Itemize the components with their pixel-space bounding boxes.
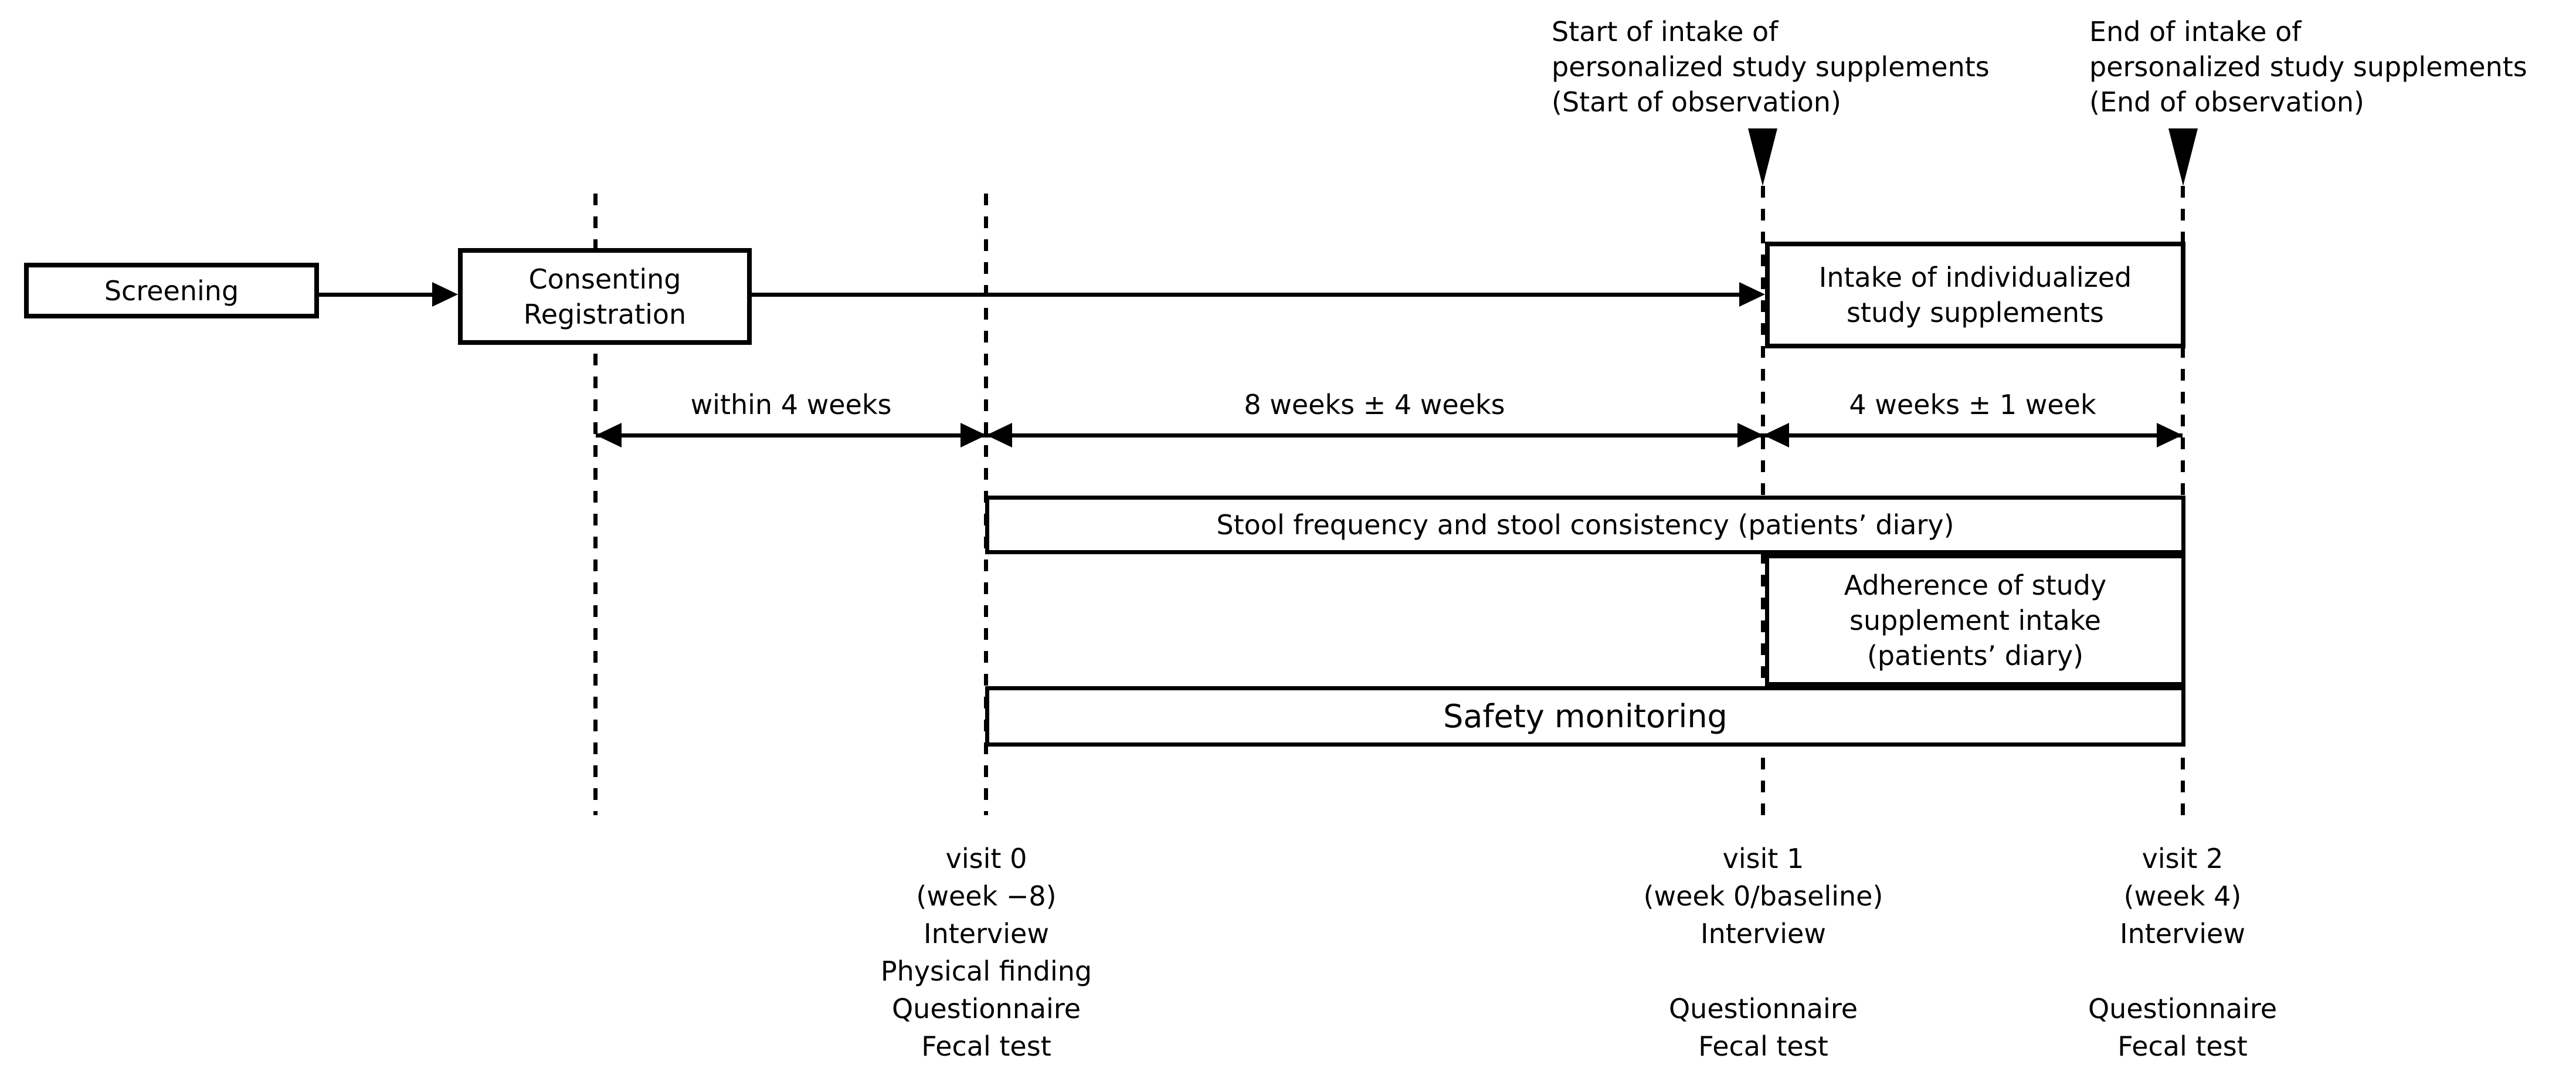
interval-arrowhead-left-icon: [596, 423, 622, 447]
intake-supplements-box-label: Intake of individualized study supplemen…: [1818, 262, 2132, 328]
interval-arrow-visit1-to-visit2: [1763, 433, 2183, 438]
consenting-registration-box-label: Consenting Registration: [523, 263, 687, 330]
interval-arrowhead-right-icon: [1737, 423, 1763, 447]
visit2-schedule: visit 2 (week 4) Interview Questionnaire…: [2088, 843, 2278, 1062]
interval-arrowhead-right-icon: [2157, 423, 2183, 447]
registration-dashed-line: [593, 194, 598, 815]
interval-label-visit1-to-visit2: 4 weeks ± 1 week: [1849, 389, 2096, 420]
screening-box-label: Screening: [104, 274, 239, 307]
consenting-registration-box: Consenting Registration: [458, 248, 752, 345]
interval-arrow-visit0-to-visit1: [986, 433, 1763, 438]
end-intake-annotation: End of intake of personalized study supp…: [2089, 16, 2527, 118]
adherence-diary-box-label: Adherence of study supplement intake (pa…: [1844, 569, 2107, 672]
interval-arrowhead-left-icon: [986, 423, 1012, 447]
stool-diary-bar-label: Stool frequency and stool consistency (p…: [1216, 509, 1954, 541]
adherence-diary-box: Adherence of study supplement intake (pa…: [1765, 554, 2185, 686]
interval-label-registration-to-visit0: within 4 weeks: [690, 389, 892, 420]
interval-arrowhead-left-icon: [1763, 423, 1789, 447]
screening-box: Screening: [24, 263, 319, 318]
interval-label-visit0-to-visit1: 8 weeks ± 4 weeks: [1244, 389, 1505, 420]
interval-arrowhead-right-icon: [961, 423, 986, 447]
consent-to-intake-arrow: [752, 293, 1743, 297]
safety-monitoring-bar: Safety monitoring: [985, 686, 2185, 747]
end-intake-marker-down-arrow-icon: [2168, 128, 2198, 186]
start-intake-marker-down-arrow-icon: [1748, 128, 1777, 186]
stool-diary-bar: Stool frequency and stool consistency (p…: [985, 496, 2185, 554]
intake-supplements-box: Intake of individualized study supplemen…: [1765, 242, 2185, 348]
start-intake-annotation: Start of intake of personalized study su…: [1552, 16, 1990, 118]
screening-to-consent-arrow: [319, 293, 437, 297]
visit1-schedule: visit 1 (week 0/baseline) Interview Ques…: [1643, 843, 1883, 1062]
safety-monitoring-bar-label: Safety monitoring: [1443, 697, 1727, 735]
screening-to-consent-arrowhead-icon: [432, 282, 458, 307]
visit0-schedule: visit 0 (week −8) Interview Physical fin…: [880, 843, 1092, 1062]
consent-to-intake-arrowhead-icon: [1739, 282, 1765, 307]
interval-arrow-registration-to-visit0: [596, 433, 986, 438]
